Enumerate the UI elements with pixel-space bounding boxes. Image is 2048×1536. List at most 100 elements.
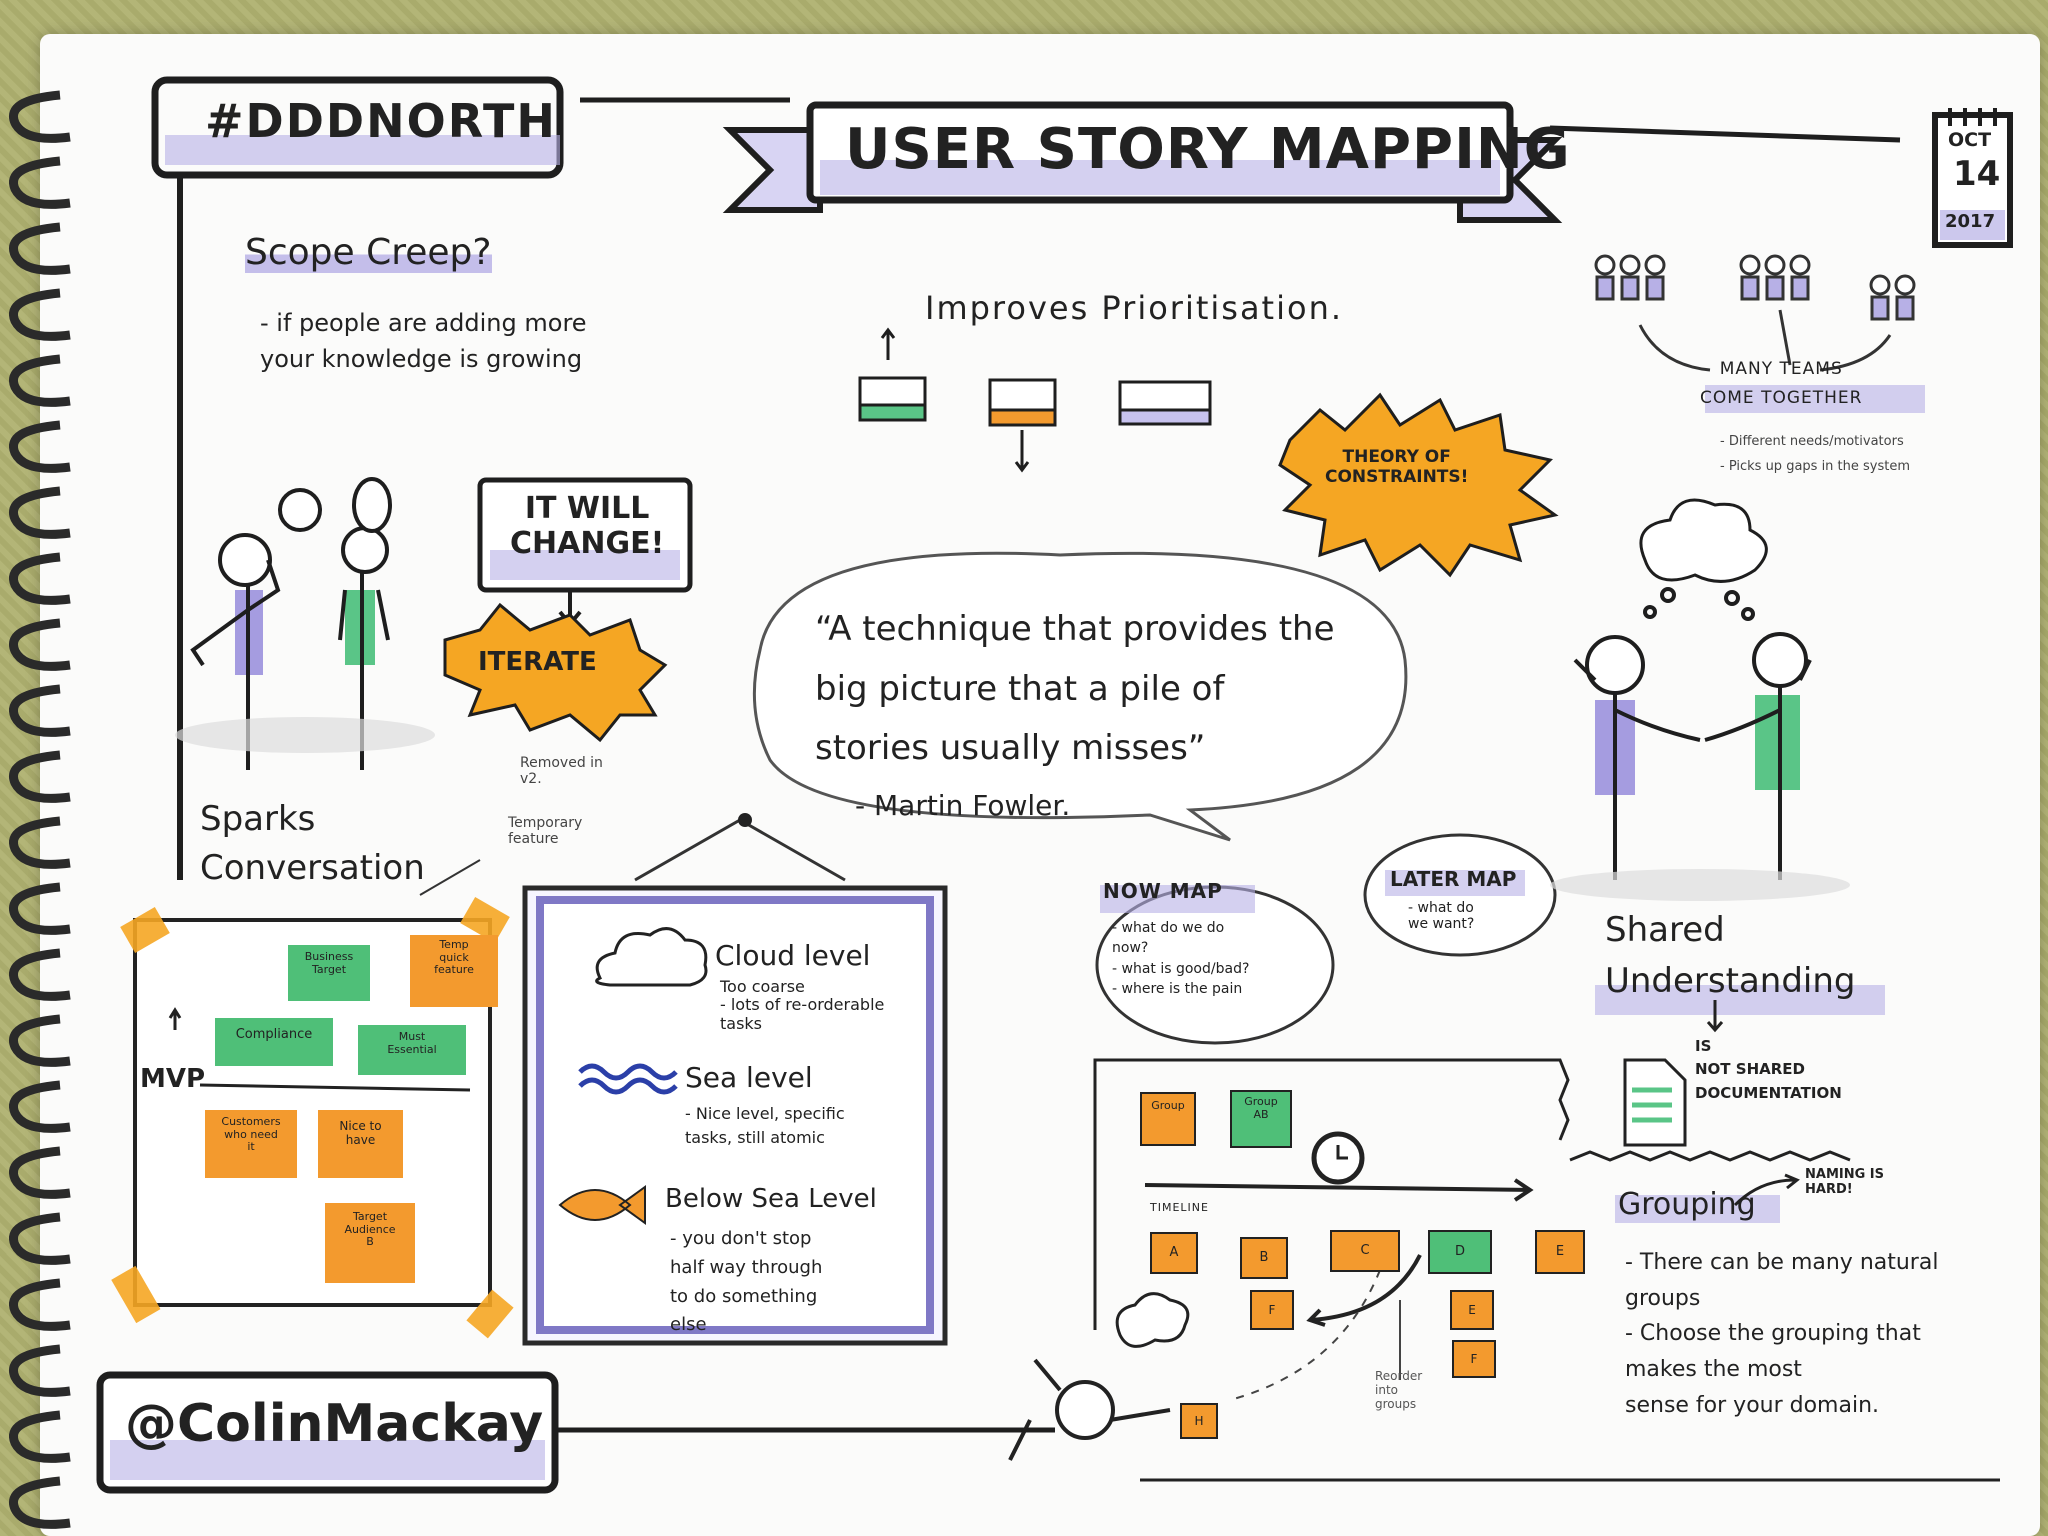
- team-member-head: [1739, 254, 1761, 276]
- cloud-level-body: Too coarse - lots of re-orderable tasks: [720, 977, 885, 1033]
- waves-icon: [578, 1063, 678, 1095]
- below-sea-level-body: - you don't stop half way through to do …: [670, 1228, 823, 1336]
- cloud-icon: [595, 927, 708, 987]
- hashtag-box: [151, 76, 564, 179]
- sea-level-body: - Nice level, specific tasks, still atom…: [685, 1104, 845, 1147]
- spiral-ring: [9, 618, 71, 671]
- story-card: E: [1450, 1290, 1494, 1330]
- team-figures: [1594, 254, 1925, 413]
- spiral-ring: [9, 1278, 71, 1331]
- story-card: D: [1428, 1230, 1492, 1274]
- levels-frame: [522, 813, 948, 1346]
- spiral-ring: [9, 420, 71, 473]
- team-member-head: [1789, 254, 1811, 276]
- group-card: Group: [1140, 1092, 1196, 1146]
- spiral-ring: [9, 222, 71, 275]
- spiral-ring: [9, 948, 71, 1001]
- spiral-ring: [9, 354, 71, 407]
- cloud-level-title: Cloud level: [715, 939, 871, 972]
- team-member-body: [1620, 275, 1640, 301]
- sticky-note: Nice to have: [318, 1110, 403, 1178]
- team-member-head: [1619, 254, 1641, 276]
- timeline-board: [1008, 1058, 2000, 1482]
- story-card: F: [1250, 1290, 1294, 1330]
- below-sea-level-title: Below Sea Level: [665, 1184, 877, 1214]
- fish-icon: [558, 1185, 646, 1225]
- now-map-body: - what do we do now? - what is good/bad?…: [1112, 920, 1250, 997]
- team-member-head: [1894, 274, 1916, 296]
- sparks-title: Sparks Conversation: [200, 799, 425, 889]
- temporary-note: Temporary feature: [508, 815, 583, 848]
- naming-note: NAMING IS HARD!: [1805, 1167, 1884, 1197]
- sticky-note: Customers who need it: [205, 1110, 297, 1178]
- team-member-body: [1895, 295, 1915, 321]
- team-member-body: [1870, 295, 1890, 321]
- team-member-body: [1740, 275, 1760, 301]
- scope-body: - if people are adding more your knowled…: [260, 309, 587, 373]
- story-card: B: [1240, 1237, 1288, 1279]
- spiral-ring: [9, 156, 71, 209]
- prioritisation-title: Improves Prioritisation.: [925, 289, 1344, 327]
- spiral-ring: [9, 684, 71, 737]
- team-member-body: [1595, 275, 1615, 301]
- sea-level-title: Sea level: [685, 1061, 813, 1094]
- spiral-ring: [9, 882, 71, 935]
- spiral-ring: [9, 1080, 71, 1133]
- scope-title-text: Scope Creep?: [245, 232, 492, 273]
- iterate-burst: [443, 602, 668, 743]
- team-member-head: [1644, 254, 1666, 276]
- story-board: [111, 859, 514, 1339]
- conversation-figures: [175, 477, 435, 770]
- it-will-change-text: IT WILL CHANGE!: [510, 491, 665, 561]
- shared-understanding-title: Shared Understanding: [1605, 910, 1856, 1001]
- spiral-binding: [9, 90, 71, 1529]
- quote-bubble: [752, 551, 1408, 842]
- spiral-ring: [9, 1146, 71, 1199]
- later-map-title: LATER MAP: [1390, 867, 1517, 891]
- theory-burst: [1278, 392, 1559, 578]
- date-month: OCT: [1948, 129, 1992, 151]
- spiral-ring: [9, 90, 71, 143]
- prioritisation-boxes: [858, 327, 1212, 473]
- spiral-ring: [9, 486, 71, 539]
- teams-title: MANY TEAMS COME TOGETHER: [1700, 359, 1863, 408]
- author-handle: @ColinMackay: [125, 1394, 544, 1454]
- spiral-ring: [9, 1410, 71, 1463]
- spiral-ring: [9, 552, 71, 605]
- team-member-body: [1790, 275, 1810, 301]
- shared-documentation-note: IS NOT SHARED DOCUMENTATION: [1695, 1037, 1842, 1102]
- page-title: USER STORY MAPPING: [845, 117, 1571, 182]
- sticky-note: Target Audience B: [325, 1203, 415, 1283]
- spiral-ring: [9, 750, 71, 803]
- quote-author: - Martin Fowler.: [855, 789, 1071, 822]
- story-card: F: [1452, 1340, 1496, 1378]
- date-year: 2017: [1945, 211, 1996, 232]
- spiral-ring: [9, 1476, 71, 1529]
- team-member-body: [1765, 275, 1785, 301]
- team-member-body: [1645, 275, 1665, 301]
- grouping-bullets: - There can be many natural groups - Cho…: [1625, 1250, 1939, 1418]
- date-day: 14: [1953, 154, 2001, 194]
- spiral-ring: [9, 1212, 71, 1265]
- sticky-note: Must Essential: [358, 1025, 466, 1075]
- title-ribbon: [722, 101, 1563, 223]
- spiral-ring: [9, 288, 71, 341]
- story-card: H: [1180, 1403, 1218, 1439]
- story-card: A: [1150, 1232, 1198, 1274]
- calendar-icon: [1932, 108, 2013, 248]
- team-member-head: [1869, 274, 1891, 296]
- group-card: Group AB: [1230, 1090, 1292, 1148]
- spiral-ring: [9, 1344, 71, 1397]
- handshake-figures: [1550, 498, 1850, 901]
- spiral-ring: [9, 1014, 71, 1067]
- sticky-note: Temp quick feature: [410, 935, 498, 1007]
- spiral-ring: [9, 816, 71, 869]
- removed-note: Removed in v2.: [520, 755, 603, 788]
- now-map-title: NOW MAP: [1103, 879, 1223, 903]
- sticky-note: Compliance: [215, 1018, 333, 1066]
- team-member-head: [1594, 254, 1616, 276]
- quote-text: “A technique that provides the big pictu…: [815, 609, 1335, 768]
- scope-title: Scope Creep?: [245, 232, 492, 273]
